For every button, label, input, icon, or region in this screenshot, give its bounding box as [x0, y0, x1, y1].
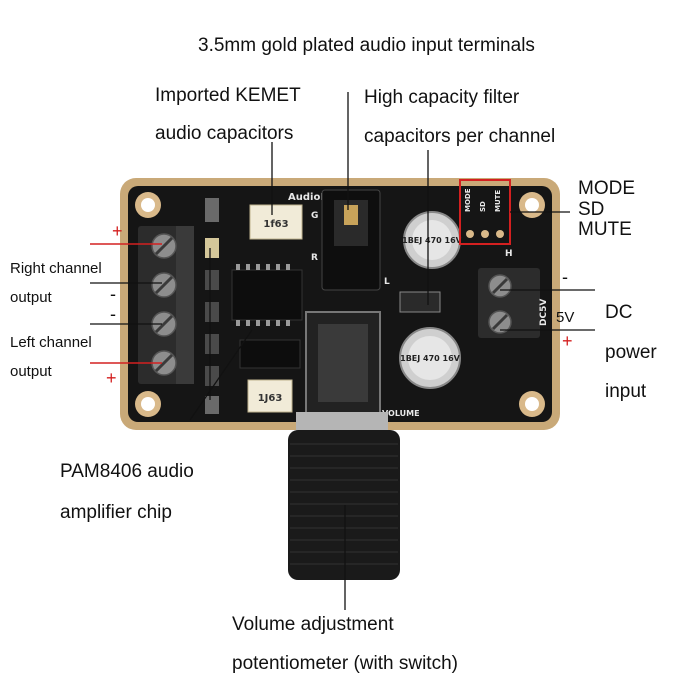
filter-label-line2: capacitors per channel [364, 126, 556, 147]
dc-label-line3: input [605, 381, 647, 402]
right-output-label-line1: Right channel [10, 260, 102, 277]
svg-text:G: G [311, 211, 318, 221]
svg-text:SD: SD [479, 201, 487, 212]
svg-text:L: L [384, 277, 390, 287]
svg-text:MODE: MODE [464, 188, 472, 212]
smd-components [205, 198, 219, 414]
svg-text:MUTE: MUTE [494, 190, 502, 212]
volume-label-line2: potentiometer (with switch) [232, 653, 458, 674]
svg-text:VOLUME: VOLUME [382, 409, 420, 418]
pam-label-line2: amplifier chip [60, 502, 172, 523]
pam8406-chip [231, 264, 303, 369]
mode-label: MODE [578, 178, 635, 199]
minus-sign: - [562, 267, 568, 287]
sd-label: SD [578, 199, 605, 220]
volume-potentiometer: VOLUME [288, 311, 420, 580]
svg-text:1J63: 1J63 [258, 393, 283, 404]
minus-sign: - [110, 284, 116, 304]
svg-text:1f63: 1f63 [263, 219, 288, 230]
kemet-capacitor-top: 1f63 [249, 204, 303, 240]
dc-label-line1: DC [605, 302, 633, 323]
left-output-label-line2: output [10, 363, 52, 380]
pam-label-line1: PAM8406 audio [60, 461, 194, 482]
kemet-label-line2: audio capacitors [155, 123, 294, 144]
dc-terminal-block: DC5V [478, 268, 549, 338]
callout-lines-red [90, 243, 162, 364]
svg-text:1BEJ 470 16V: 1BEJ 470 16V [400, 354, 461, 363]
left-output-label-line1: Left channel [10, 334, 92, 351]
plus-sign: + [106, 368, 117, 388]
output-terminal-block [138, 226, 194, 384]
svg-text:1BEJ 470 16V: 1BEJ 470 16V [402, 236, 463, 245]
plus-sign: + [112, 221, 123, 241]
audio-input-jack: AudioIN G R L [288, 189, 390, 291]
diode [399, 291, 441, 313]
potentiometer-knob [288, 430, 400, 580]
filter-capacitor-bottom: 1BEJ 470 16V [399, 327, 461, 389]
dc-5v-label: 5V [556, 309, 574, 326]
filter-label-line1: High capacity filter [364, 87, 520, 108]
kemet-capacitor-bottom: 1J63 [247, 379, 293, 413]
mute-label: MUTE [578, 219, 632, 240]
svg-text:H: H [505, 249, 513, 259]
kemet-label-line1: Imported KEMET [155, 85, 301, 106]
callout-lines [90, 92, 595, 610]
dc-label-line2: power [605, 342, 657, 363]
svg-text:R: R [311, 253, 318, 263]
input-terminals-label: 3.5mm gold plated audio input terminals [198, 35, 535, 56]
filter-capacitor-top: 1BEJ 470 16V [402, 211, 463, 269]
svg-text:DC5V: DC5V [539, 299, 549, 326]
minus-sign: - [110, 304, 116, 324]
svg-text:AudioIN: AudioIN [288, 192, 332, 203]
plus-sign: + [562, 331, 573, 351]
volume-label-line1: Volume adjustment [232, 614, 394, 635]
right-output-label-line2: output [10, 289, 52, 306]
